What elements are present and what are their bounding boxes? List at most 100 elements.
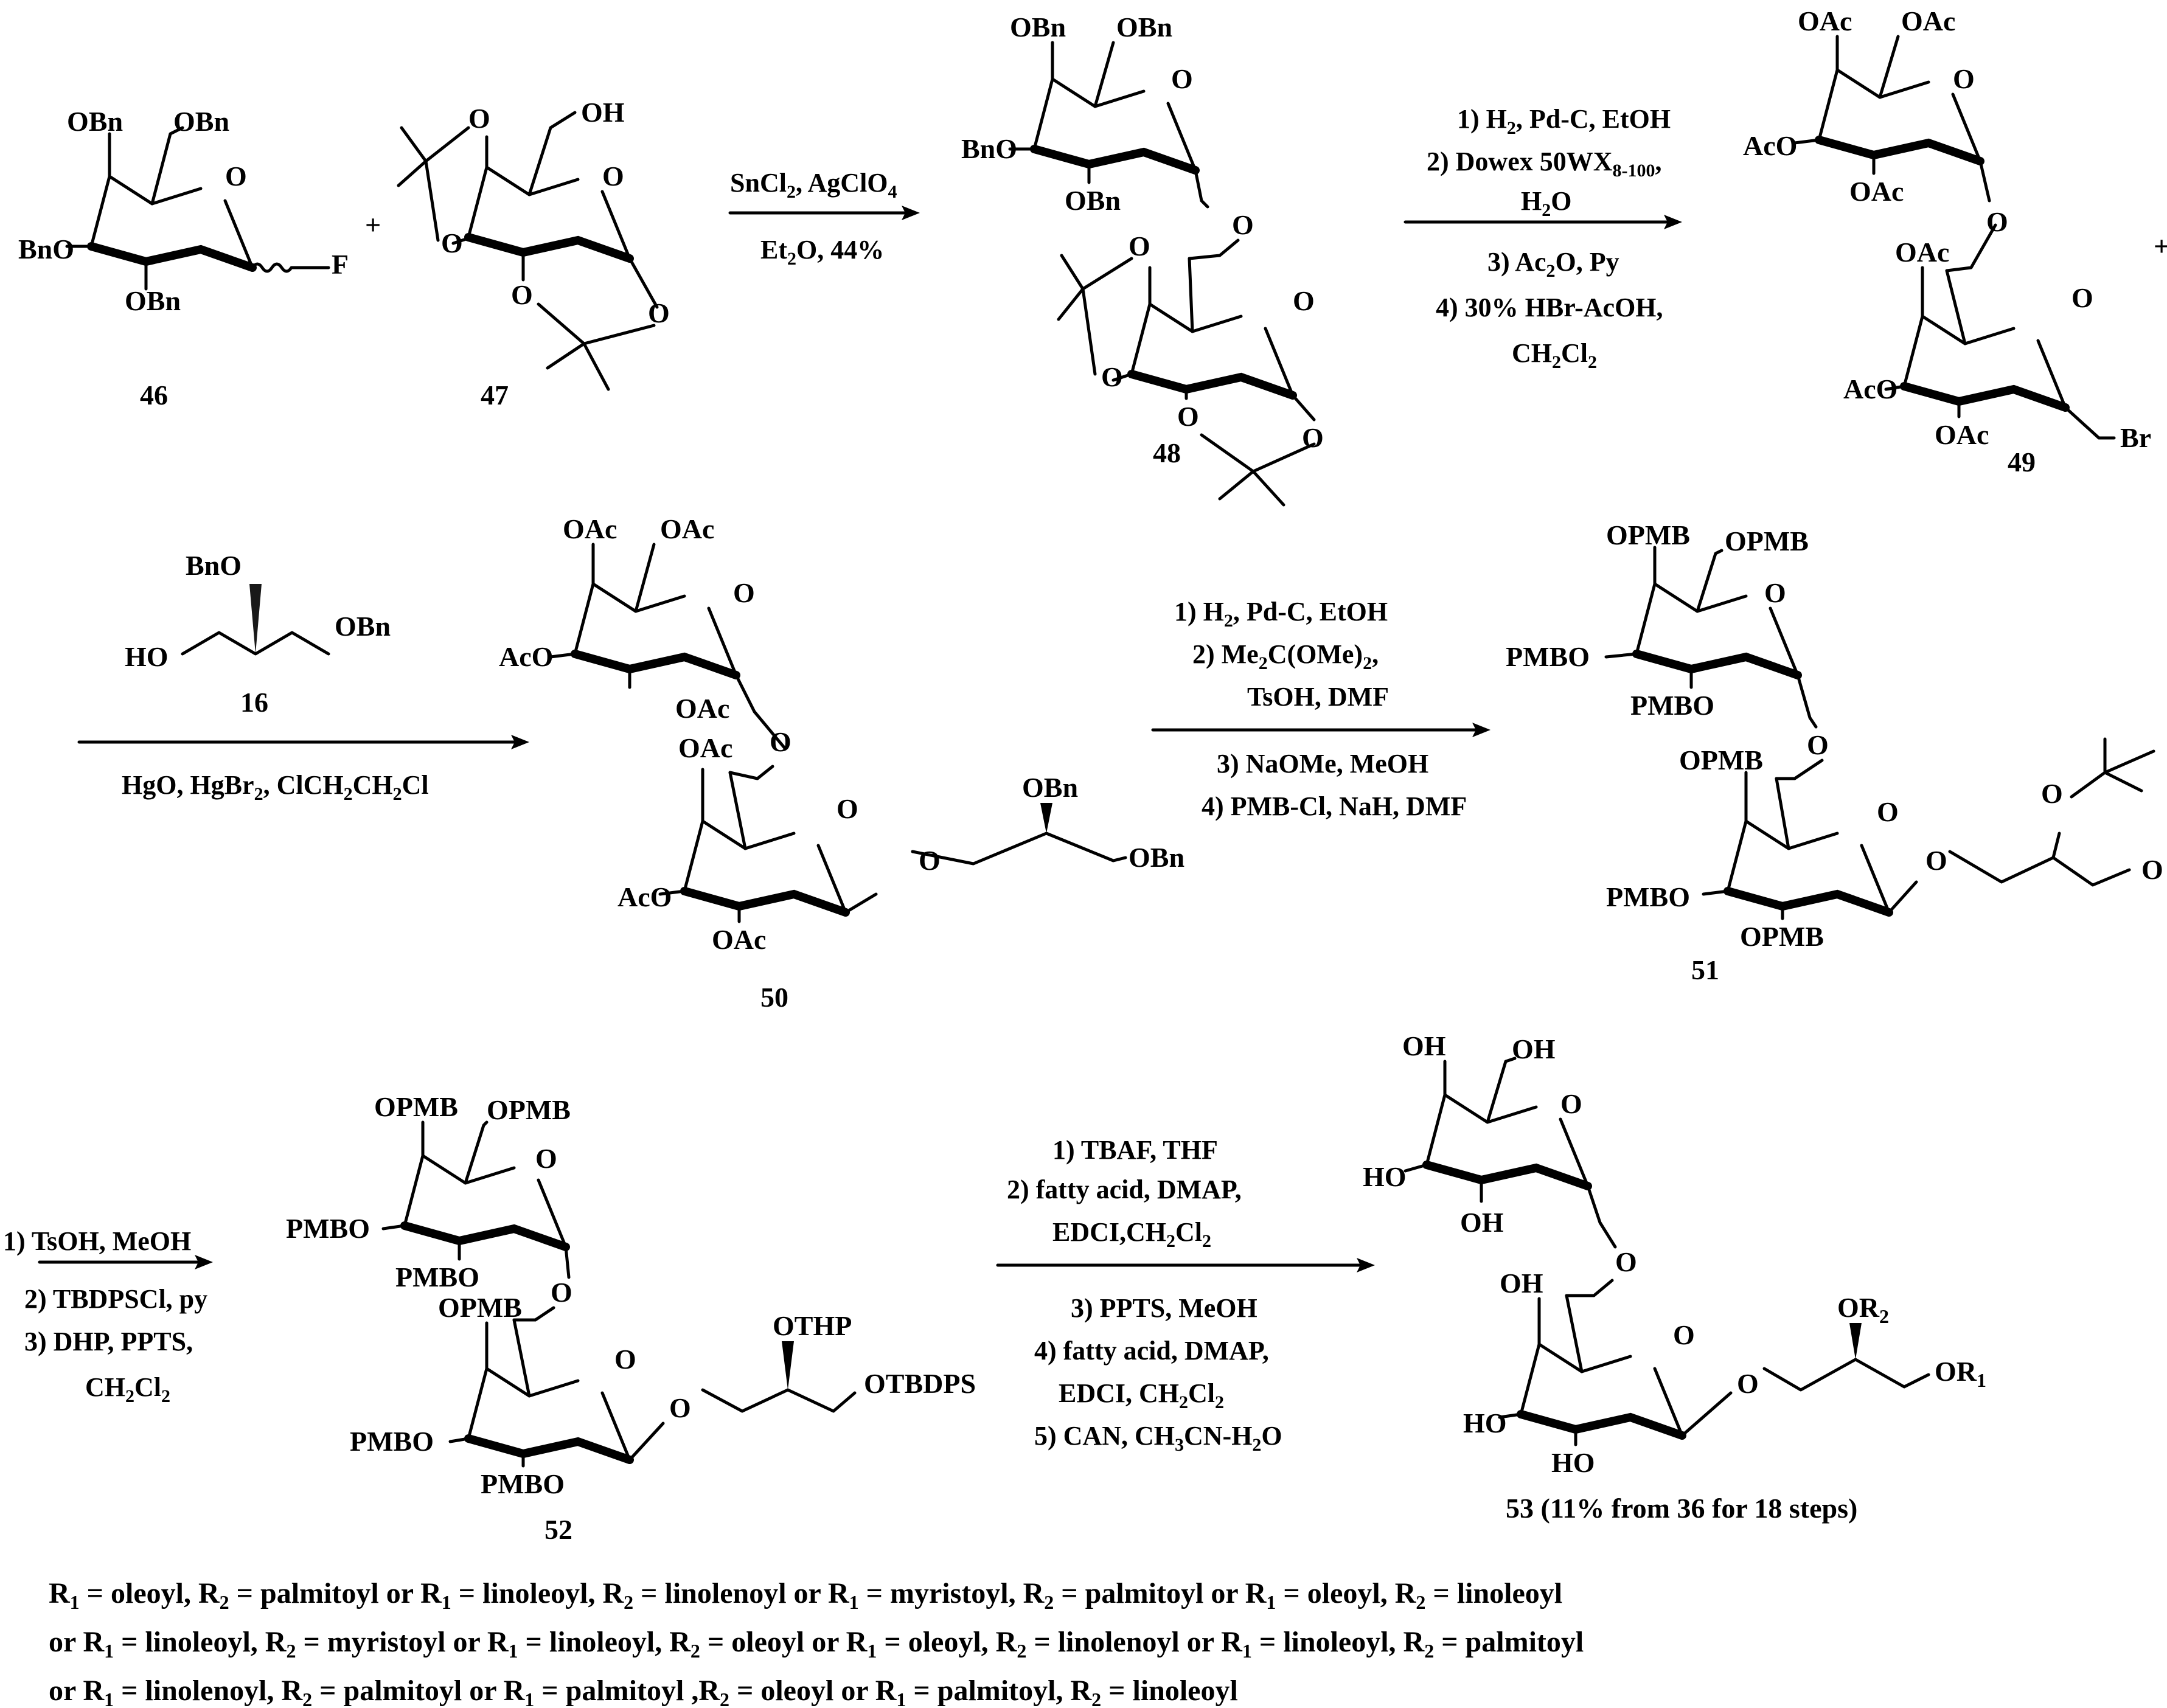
- label-51-opmb6: OPMB: [1725, 526, 1809, 557]
- footnote-line2-segment: 2: [1424, 1640, 1434, 1662]
- label-51-ring-o: O: [1764, 577, 1786, 608]
- conditions-step2-line4: 3) Ac2O, Py: [1487, 247, 1619, 281]
- footnote-line2-segment: = oleoyl, R: [877, 1626, 1017, 1658]
- label-46-obn2: OBn: [125, 285, 181, 316]
- label-48-ring-o: O: [1171, 63, 1193, 94]
- footnote-line2-segment: = linoleoyl, R: [518, 1626, 692, 1658]
- reaction-arrow-step5: 1) TsOH, MeOH 2) TBDPSCl, py 3) DHP, PPT…: [3, 1226, 213, 1406]
- footnote-line3-segment: = oleoyl or R: [729, 1675, 897, 1707]
- label-48-obn4: OBn: [1010, 12, 1066, 43]
- label-52-link-o: O: [551, 1277, 572, 1308]
- conditions-step2-line5: 4) 30% HBr-AcOH,: [1436, 293, 1663, 322]
- footnote-line2-segment: 1: [104, 1640, 114, 1662]
- label-49-br: Br: [2120, 422, 2151, 453]
- conditions-step1-below: Et2O, 44%: [760, 235, 884, 269]
- label-49-oac2: OAc: [1849, 176, 1904, 207]
- footnote-line3-segment: = linoleoyl: [1101, 1675, 1238, 1707]
- label-52-othp: OTHP: [773, 1310, 852, 1341]
- label-52-ring-ob: O: [614, 1344, 636, 1375]
- footnote-line2-segment: = linoleoyl, R: [114, 1626, 287, 1658]
- footnote-line1-segment: = palmitoyl or R: [1054, 1577, 1267, 1609]
- footnote-line3-segment: = palmitoyl, R: [906, 1675, 1092, 1707]
- compound-number-49: 49: [2008, 446, 2036, 477]
- footnote-line1-segment: 1: [1266, 1591, 1276, 1613]
- compound-47: OH O O O O O 47: [397, 97, 670, 411]
- compound-48: OBn OBn O BnO OBn O O O O O O 48: [961, 12, 1324, 507]
- label-47-o3: O: [441, 227, 463, 259]
- footnote-line2-segment: 2: [690, 1640, 700, 1662]
- label-48-ring-ob: O: [1293, 285, 1315, 316]
- compound-46: OBn OBn O BnO OBn F 46: [18, 106, 349, 411]
- label-49-aco3b: AcO: [1843, 373, 1897, 404]
- plus-sign-2: +: [2154, 231, 2167, 262]
- footnote-line2-segment: or R: [49, 1626, 105, 1658]
- label-52-otbdps: OTBDPS: [864, 1368, 976, 1399]
- label-53-link-o: O: [1615, 1246, 1637, 1277]
- label-49-oac4b: OAc: [1895, 237, 1949, 268]
- label-46-obn4: OBn: [67, 106, 123, 137]
- conditions-step1-above: SnCl2, AgClO4: [730, 168, 897, 202]
- reaction-arrow-step3: HgO, HgBr2, ClCH2CH2Cl: [77, 735, 529, 804]
- compound-number-48: 48: [1153, 437, 1181, 468]
- compound-number-50: 50: [760, 982, 788, 1013]
- footnote-line3-segment: = palmitoyl ,R: [534, 1675, 720, 1707]
- label-53-ho2b: HO: [1551, 1447, 1595, 1478]
- footnote-line3-segment: 2: [1091, 1689, 1101, 1708]
- conditions-step2-line3: H2O: [1521, 186, 1571, 220]
- label-16-ho: HO: [125, 641, 169, 672]
- label-52-pmbo2: PMBO: [395, 1262, 479, 1293]
- footnote-line1-segment: = oleoyl, R: [80, 1577, 220, 1609]
- footnote-line1-segment: 2: [624, 1591, 633, 1613]
- conditions-step5-line2: 2) TBDPSCl, py: [24, 1284, 207, 1314]
- label-49-oac2b: OAc: [1935, 419, 1989, 450]
- label-53-or1: OR1: [1935, 1356, 1986, 1391]
- compound-number-16: 16: [240, 687, 268, 718]
- label-52-pmbo2b: PMBO: [481, 1468, 565, 1499]
- label-51-opmb4: OPMB: [1606, 519, 1690, 550]
- label-48-o2b: O: [1177, 401, 1199, 432]
- label-47-oh: OH: [581, 97, 625, 128]
- label-52-ring-o: O: [535, 1143, 557, 1174]
- conditions-step6-line6: EDCI, CH2Cl2: [1059, 1378, 1224, 1412]
- label-53-or2: OR2: [1837, 1292, 1889, 1327]
- label-53-ring-o: O: [1560, 1088, 1582, 1119]
- label-50-ring-ob: O: [837, 793, 858, 824]
- conditions-step4-line5: 4) PMB-Cl, NaH, DMF: [1202, 791, 1467, 821]
- label-51-o-b: O: [2141, 854, 2163, 885]
- compound-number-52: 52: [544, 1514, 572, 1545]
- footnote-line1-segment: 2: [1044, 1591, 1054, 1613]
- label-49-oac6: OAc: [1901, 5, 1955, 36]
- label-50-oac2b: OAc: [712, 924, 766, 955]
- label-48-obn2: OBn: [1065, 185, 1121, 216]
- label-50-aco3: AcO: [499, 641, 553, 672]
- label-47-o1: O: [648, 297, 670, 328]
- compound-16: BnO OBn HO 16: [125, 550, 391, 718]
- label-52-pmbo3b: PMBO: [350, 1426, 434, 1457]
- label-53-oh2: OH: [1460, 1207, 1504, 1238]
- label-50-obn-b: OBn: [1129, 842, 1184, 873]
- footnote-line3-segment: = linolenoyl, R: [114, 1675, 303, 1707]
- label-52-gly-o: O: [669, 1392, 691, 1423]
- footnote-line2-segment: 2: [286, 1640, 296, 1662]
- label-50-aco3b: AcO: [617, 881, 672, 912]
- label-48-o3b: O: [1101, 361, 1123, 392]
- label-52-opmb4: OPMB: [374, 1091, 458, 1122]
- footnote-line1-segment: 1: [442, 1591, 451, 1613]
- footnote-line2-segment: = linoleoyl, R: [1252, 1626, 1425, 1658]
- compound-number-47: 47: [481, 380, 509, 411]
- label-53-ring-ob: O: [1673, 1319, 1695, 1350]
- conditions-step6-line1: 1) TBAF, THF: [1052, 1135, 1218, 1165]
- label-49-ring-ob: O: [2071, 282, 2093, 313]
- footnote-line1-segment: 2: [220, 1591, 229, 1613]
- footnote-line1: R1 = oleoyl, R2 = palmitoyl or R1 = lino…: [49, 1577, 1562, 1613]
- label-50-oac4b: OAc: [678, 732, 732, 763]
- footnote-line2-segment: = oleoyl or R: [700, 1626, 868, 1658]
- footnote-line1-segment: 1: [70, 1591, 80, 1613]
- label-46-ring-o: O: [225, 161, 247, 192]
- label-53-gly-o: O: [1737, 1368, 1759, 1399]
- label-46-obn6: OBn: [173, 106, 229, 137]
- label-50-oac6: OAc: [660, 513, 714, 544]
- label-51-opmb2b: OPMB: [1740, 921, 1824, 952]
- footnote-line1-segment: = linoleoyl: [1425, 1577, 1562, 1609]
